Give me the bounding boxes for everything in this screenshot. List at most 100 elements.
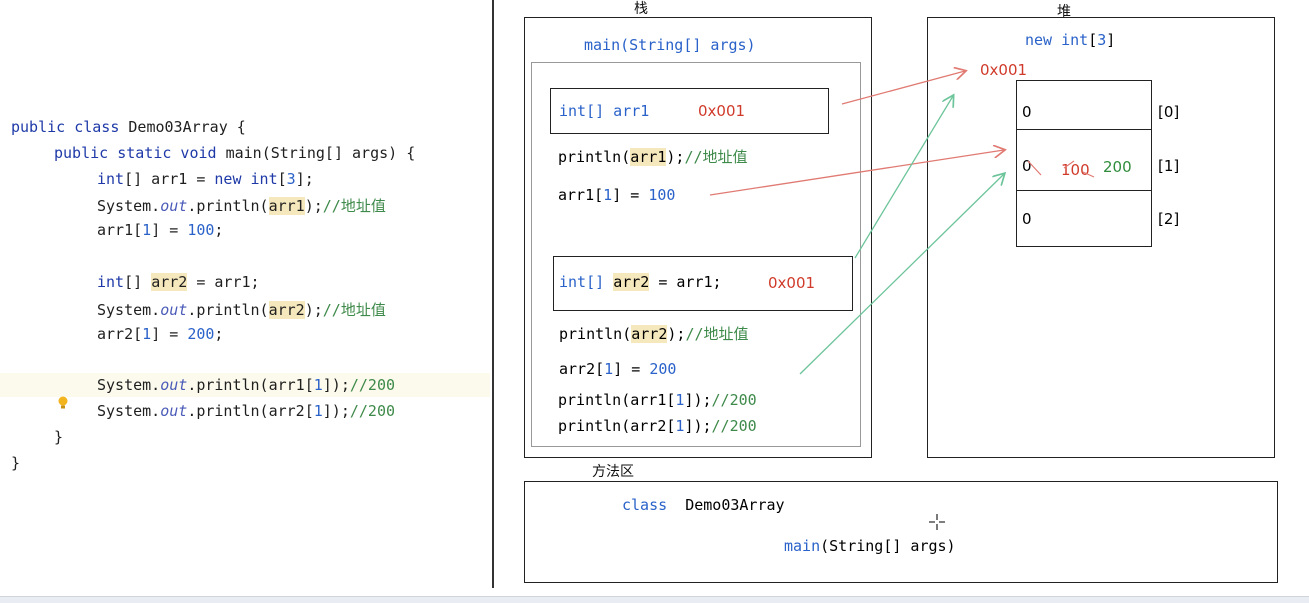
code-token: int[] arr1: [559, 102, 650, 120]
code-comment: //200: [711, 417, 757, 435]
code-token: arr2: [631, 325, 668, 343]
code-line: System.out.println(arr1);//地址值: [97, 195, 386, 216]
code-line: System.out.println(arr2);//地址值: [97, 299, 386, 320]
cell-index: [2]: [1158, 210, 1180, 228]
code-token: 1: [675, 417, 685, 435]
cell-value: 0: [1022, 210, 1032, 228]
panel-divider: [492, 0, 494, 588]
code-token: .println(arr2[: [187, 402, 314, 420]
code-token: ;: [214, 325, 224, 343]
code-token: ]: [1106, 31, 1116, 49]
code-token: int: [250, 170, 278, 188]
code-token: ]);: [684, 417, 712, 435]
code-comment: //地址值: [322, 197, 386, 215]
code-line: int[] arr1 = new int[3];: [97, 170, 314, 188]
code-line: System.out.println(arr1[1]);//200: [97, 376, 395, 394]
code-token: main(String[] args) {: [225, 144, 416, 162]
code-token: println(: [559, 325, 632, 343]
code-token: .println(arr1[: [187, 376, 314, 394]
code-token: System.: [97, 197, 161, 215]
code-token: System.: [97, 376, 161, 394]
code-token: class: [622, 496, 668, 514]
code-token: 3: [1097, 31, 1107, 49]
stack-line: println(arr2);//地址值: [559, 323, 749, 344]
code-token: );: [304, 301, 323, 319]
code-token: 1: [142, 325, 152, 343]
code-token: );: [667, 325, 686, 343]
code-token: println(: [558, 148, 631, 166]
bottom-scrollbar[interactable]: [0, 596, 1309, 603]
stack-box: [524, 17, 872, 458]
method-area-class: class Demo03Array: [622, 496, 785, 514]
stack-method-label: main(String[] args): [584, 36, 756, 54]
arr2-declaration: int[] arr2 = arr1;: [559, 273, 722, 291]
code-token: ];: [295, 170, 314, 188]
code-token: out: [160, 376, 188, 394]
code-token: out: [160, 301, 188, 319]
code-line: public static void main(String[] args) {: [54, 144, 415, 162]
code-token: int: [97, 273, 125, 291]
code-token: arr2: [613, 273, 650, 291]
code-token: int[]: [559, 273, 614, 291]
code-token: ] =: [151, 325, 188, 343]
code-token: System.: [97, 301, 161, 319]
code-token: 100: [187, 221, 215, 239]
code-token: int: [97, 170, 125, 188]
heap-address: 0x001: [980, 61, 1028, 79]
cell-value: 0: [1022, 157, 1032, 175]
code-line: arr2[1] = 200;: [97, 325, 223, 343]
stack-line: println(arr2[1]);//200: [558, 417, 757, 435]
code-line: }: [54, 428, 64, 446]
code-token: .println(: [187, 301, 269, 319]
code-token: out: [160, 402, 188, 420]
arr2-variable-box: [553, 256, 853, 311]
code-comment: //地址值: [685, 325, 749, 343]
code-token: (String[] args): [820, 537, 956, 555]
assign200-arrow: [799, 174, 1004, 375]
cell-value: 0: [1022, 103, 1032, 121]
stack-frame-box: [531, 62, 861, 447]
code-token: public static void: [54, 144, 226, 162]
stack-line: println(arr1);//地址值: [558, 146, 748, 167]
code-token: println(arr2[: [558, 417, 676, 435]
code-token: arr2[: [559, 360, 605, 378]
code-token: ]);: [322, 402, 350, 420]
code-line: int[] arr2 = arr1;: [97, 273, 260, 291]
code-token: );: [304, 197, 323, 215]
code-token: = arr1;: [187, 273, 260, 291]
arr2-address: 0x001: [768, 274, 816, 292]
code-token: [: [277, 170, 287, 188]
code-token: [] arr1 =: [124, 170, 215, 188]
code-token: println(arr1[: [558, 391, 676, 409]
code-token: ] =: [151, 221, 188, 239]
code-comment: //200: [711, 391, 757, 409]
arr1-declaration: int[] arr1: [559, 102, 649, 120]
current-line-highlight: [0, 373, 490, 397]
code-comment: //地址值: [684, 148, 748, 166]
code-token: 1: [142, 221, 152, 239]
arr1-address: 0x001: [698, 102, 746, 120]
code-token: = arr1;: [649, 273, 722, 291]
arr1-reference-arrow: [841, 71, 965, 105]
code-comment: //200: [349, 402, 396, 420]
code-token: 1: [313, 402, 323, 420]
code-token: 200: [187, 325, 215, 343]
code-token: public class: [11, 118, 129, 136]
code-line: System.out.println(arr2[1]);//200: [97, 402, 395, 420]
code-token: ]);: [684, 391, 712, 409]
code-token: 1: [313, 376, 323, 394]
cell-index: [0]: [1158, 103, 1180, 121]
lightbulb-icon[interactable]: [19, 376, 68, 409]
strike-mark: [1082, 171, 1095, 178]
code-token: Demo03Array {: [128, 118, 246, 136]
strike-mark: [1027, 160, 1042, 176]
heap-array-cell: [1016, 190, 1152, 247]
code-comment: //200: [349, 376, 396, 394]
code-token: ;: [214, 221, 224, 239]
code-token: arr2[: [97, 325, 143, 343]
cursor-crosshair-icon: [910, 495, 946, 530]
strike-mark: [1063, 160, 1075, 169]
code-token: 100: [648, 186, 676, 204]
cell-index: [1]: [1158, 157, 1180, 175]
